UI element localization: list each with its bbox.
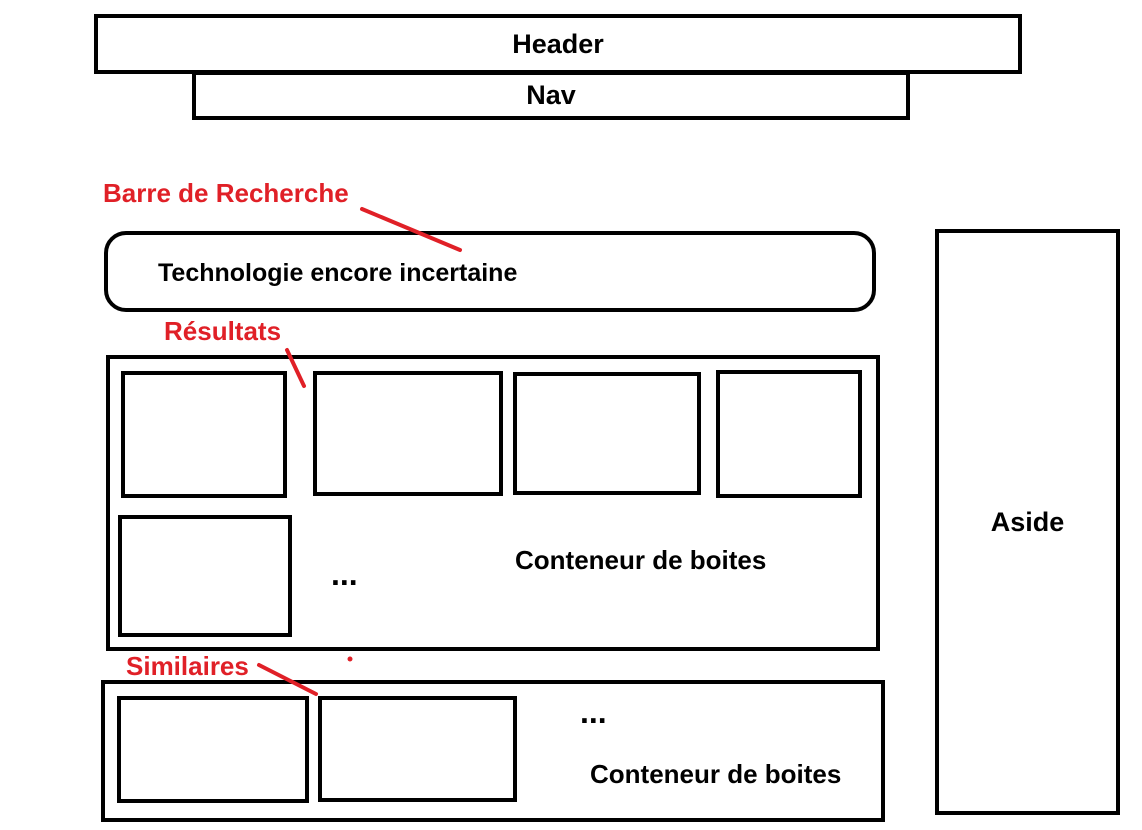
result-box	[513, 372, 701, 495]
header-label: Header	[512, 28, 604, 59]
nav-label: Nav	[526, 80, 576, 110]
aside-box: Aside	[935, 229, 1120, 815]
result-box	[118, 515, 292, 637]
nav-box: Nav	[192, 71, 910, 120]
results-annotation: Résultats	[164, 316, 282, 346]
results-ellipsis: ...	[331, 556, 358, 592]
result-box	[716, 370, 862, 498]
stray-dot	[347, 656, 353, 662]
search-annotation: Barre de Recherche	[103, 178, 349, 208]
result-box	[121, 371, 287, 498]
result-box	[313, 371, 503, 496]
similar-box	[318, 696, 517, 802]
aside-label: Aside	[990, 506, 1065, 537]
results-container-label: Conteneur de boites	[515, 545, 767, 575]
search-bar[interactable]: Technologie encore incertaine	[104, 231, 876, 312]
similar-ellipsis: ...	[580, 694, 607, 730]
search-bar-text: Technologie encore incertaine	[158, 259, 518, 287]
similar-annotation: Similaires	[126, 651, 249, 681]
similar-container-label: Conteneur de boites	[590, 759, 842, 789]
header-box: Header	[94, 14, 1022, 74]
similar-box	[117, 696, 309, 803]
